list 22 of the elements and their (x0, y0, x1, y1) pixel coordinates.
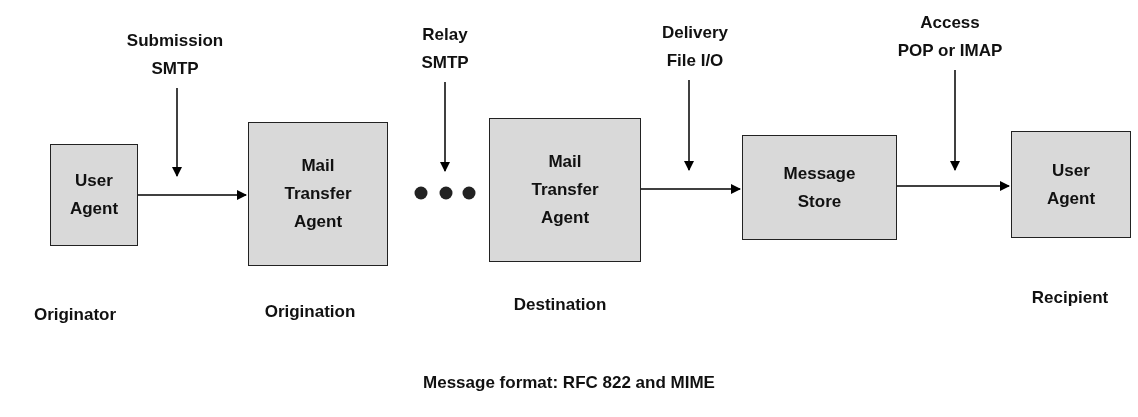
arrow (640, 184, 741, 194)
arrow (950, 69, 960, 171)
arrow (137, 190, 247, 200)
process-box: Message Store (742, 135, 897, 240)
caption: Message format: RFC 822 and MIME (422, 372, 716, 394)
arrow (896, 181, 1010, 191)
role-caption: Origination (263, 301, 357, 323)
role-caption: Recipient (1030, 287, 1110, 309)
arrow (684, 79, 694, 171)
role-caption: Originator (32, 304, 118, 326)
process-box: User Agent (50, 144, 138, 246)
protocol-label: Access POP or IMAP (860, 8, 1040, 66)
process-box: User Agent (1011, 131, 1131, 238)
process-box: Mail Transfer Agent (489, 118, 641, 262)
protocol-label: Delivery File I/O (640, 18, 750, 76)
process-box: Mail Transfer Agent (248, 122, 388, 266)
arrow (440, 81, 450, 172)
role-caption: Destination (512, 294, 608, 316)
ellipsis-dots (413, 185, 477, 201)
protocol-label: Relay SMTP (405, 20, 485, 78)
arrow (172, 87, 182, 177)
protocol-label: Submission SMTP (95, 26, 255, 84)
